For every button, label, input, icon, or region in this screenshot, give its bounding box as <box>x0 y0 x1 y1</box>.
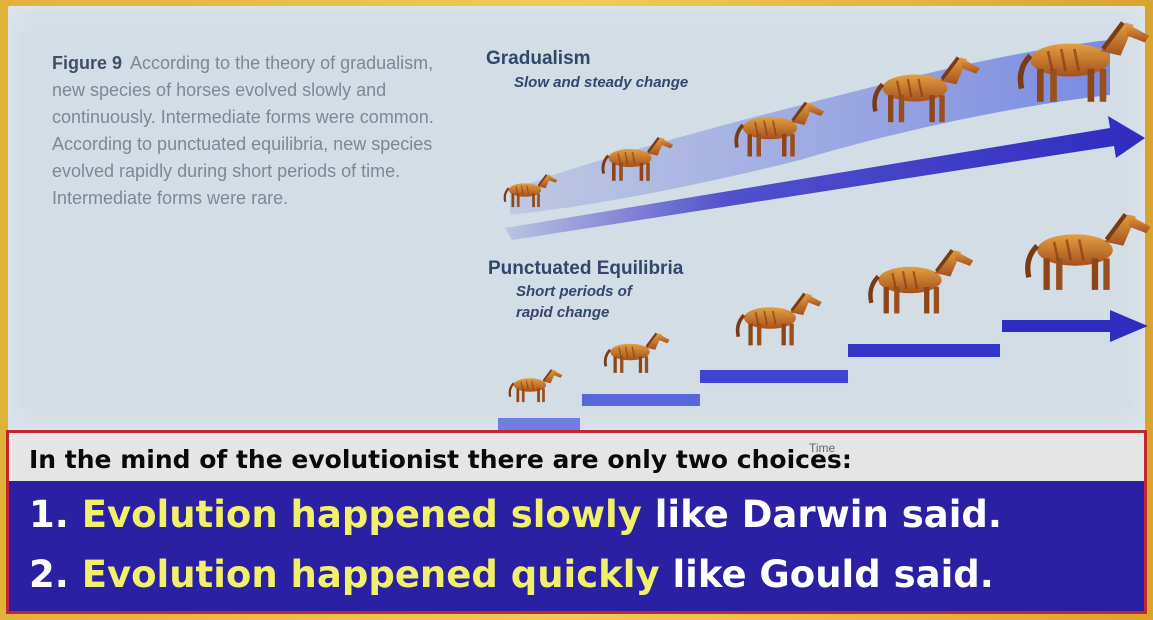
choice-1-rest: like Darwin said. <box>654 493 1002 536</box>
punctuated-step-4 <box>848 344 1000 357</box>
punctuated-subtitle-line2: rapid change <box>516 304 610 321</box>
slide-heading: In the mind of the evolutionist there ar… <box>29 445 852 474</box>
choice-2-rest: like Gould said. <box>672 553 994 596</box>
heading-strip <box>9 433 1144 481</box>
choice-1: 1. Evolution happened slowly like Darwin… <box>29 493 1002 536</box>
figure-label: Figure 9 <box>52 53 123 73</box>
figure-caption-text: According to the theory of gradualism, n… <box>52 53 434 208</box>
evolution-diagram <box>498 0 1153 430</box>
punctuated-horse-5 <box>1028 214 1151 290</box>
punctuated-step-1 <box>498 418 580 430</box>
punctuated-horse-4 <box>870 250 973 313</box>
punctuated-subtitle-line1: Short periods of <box>516 283 632 300</box>
punctuated-horse-3 <box>735 291 824 348</box>
punctuated-title: Punctuated Equilibria <box>488 258 684 279</box>
punctuated-step-3 <box>700 370 848 383</box>
punctuated-step-2 <box>582 394 700 406</box>
gradualism-arrow <box>505 116 1145 240</box>
choice-2-number: 2. <box>29 553 69 596</box>
slide-banner: Time In the mind of the evolutionist the… <box>6 430 1147 614</box>
choice-2-highlight: Evolution happened quickly <box>81 553 660 596</box>
time-axis-label: Time <box>809 441 836 455</box>
choice-2: 2. Evolution happened quickly like Gould… <box>29 553 994 596</box>
punctuated-horse-1 <box>508 368 564 404</box>
choice-1-highlight: Evolution happened slowly <box>81 493 642 536</box>
gradualism-continuum-shadow <box>510 40 1110 215</box>
gradualism-title: Gradualism <box>486 48 591 69</box>
punctuated-horse-2 <box>603 331 671 375</box>
gradualism-subtitle: Slow and steady change <box>514 74 689 91</box>
choice-1-number: 1. <box>29 493 69 536</box>
punctuated-arrow <box>1002 310 1148 342</box>
